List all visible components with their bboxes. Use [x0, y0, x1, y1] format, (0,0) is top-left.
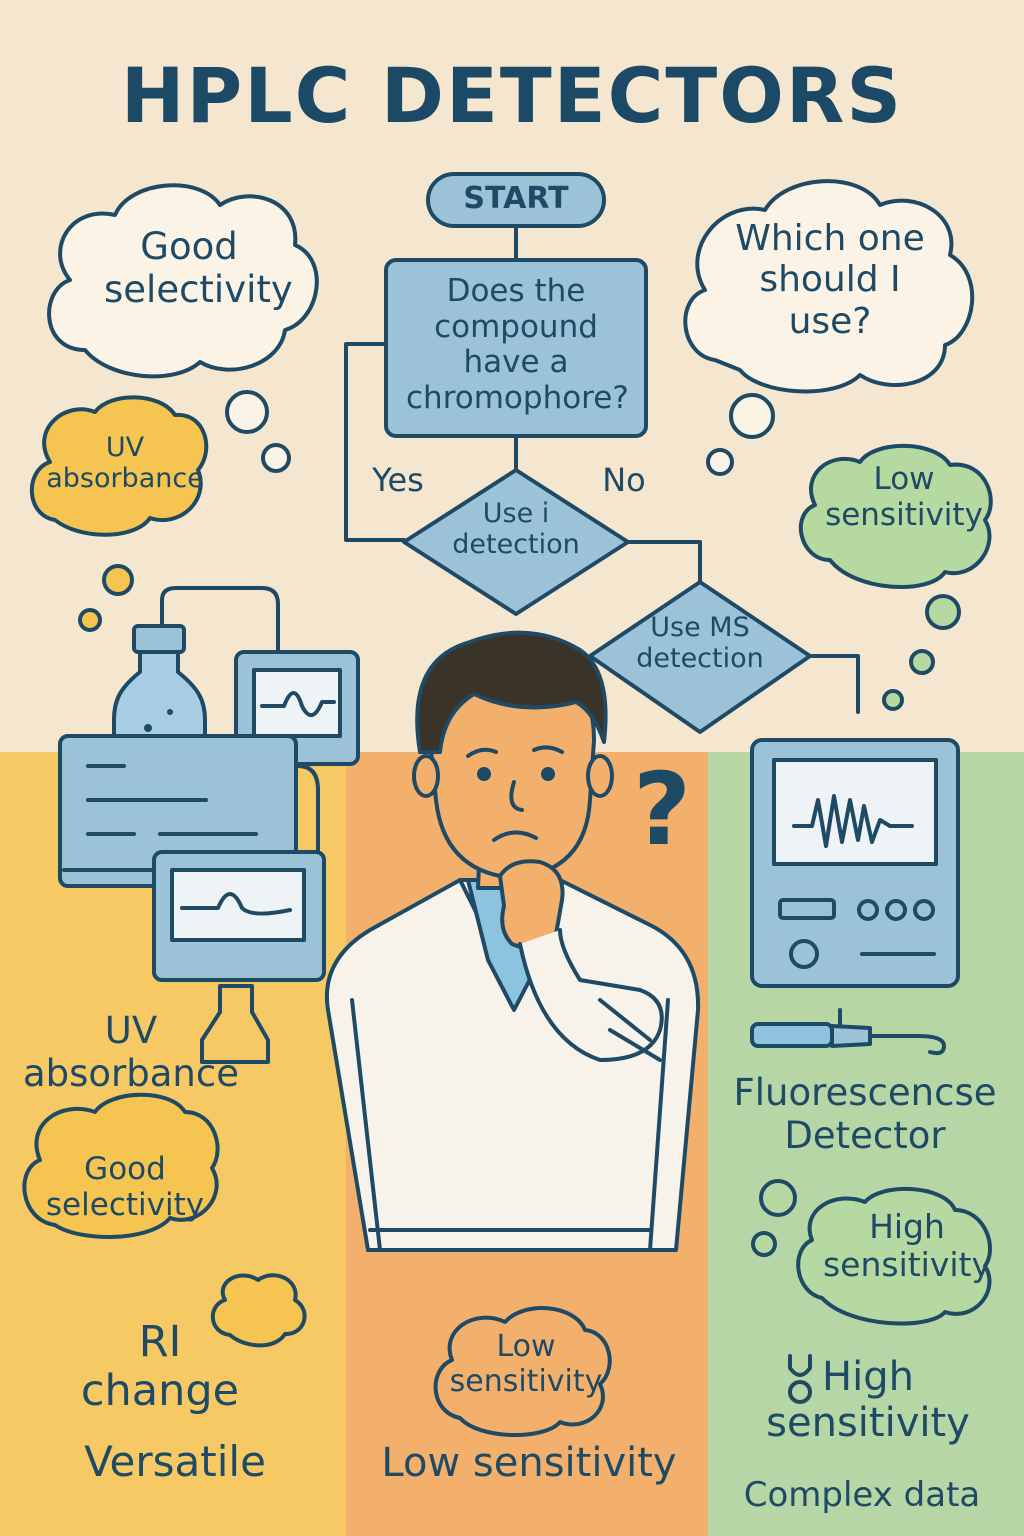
no-label: No	[602, 461, 646, 499]
stethoscope-icon	[788, 1354, 812, 1377]
cloud-good-selectivity	[47, 183, 319, 379]
low-sensitivity-bubble-text: Low sensitivity	[449, 1329, 603, 1399]
cloud-dot	[102, 564, 134, 596]
cloud-which-one	[683, 179, 975, 394]
low-sensitivity-label: Low sensitivity	[381, 1440, 677, 1486]
cloud-uv-absorbance	[29, 395, 209, 537]
decision-2-text: Use MS detection	[636, 612, 764, 675]
hair	[415, 630, 608, 754]
ri-change-label: RI change	[80, 1317, 240, 1417]
decision-1-text: Use i detection	[452, 498, 580, 561]
cloud-dot	[751, 1231, 777, 1257]
cloud-high-sensitivity	[796, 1186, 992, 1326]
arm	[518, 928, 664, 1062]
high-sensitivity-bubble-text: High sensitivity	[822, 1207, 992, 1284]
cloud-dot	[78, 608, 102, 632]
cloud-dot	[925, 594, 961, 630]
cloud-low-sensitivity-mid	[433, 1306, 612, 1438]
cloud-dot	[225, 390, 269, 434]
selectivity-bubble-text: Good selectivity	[45, 1151, 205, 1223]
uv-absorbance-label: UV absorbance	[22, 1009, 239, 1095]
cloud-low-sensitivity-top	[798, 443, 993, 589]
decision-diamond-2	[588, 580, 812, 734]
page-title: HPLC DETECTORS	[120, 51, 904, 140]
question-text: Does the compound have a chromophore?	[406, 273, 629, 416]
cloud-dot	[706, 448, 734, 476]
question-mark: ?	[632, 751, 691, 868]
yes-label: Yes	[372, 461, 424, 499]
bubble-which-one: Which one should I use?	[735, 218, 925, 342]
probe-icon	[750, 1022, 834, 1048]
start-label: START	[463, 181, 569, 216]
bubble-good-selectivity: Good selectivity	[104, 225, 293, 311]
cloud-good-selectivity-2	[22, 1092, 220, 1239]
decision-diamond-1	[402, 468, 630, 616]
cloud-dot	[759, 1179, 797, 1217]
cloud-dot	[882, 689, 904, 711]
fluorescence-label: Fluorescencse Detector	[733, 1071, 997, 1157]
cloud-dot	[729, 393, 775, 439]
collection-vial	[200, 984, 270, 1064]
bubble-uv-absorbance: UV absorbance	[46, 432, 204, 495]
cloud-dot	[261, 443, 291, 473]
versatile-label: Versatile	[84, 1437, 266, 1486]
high-sensitivity-label: High sensitivity	[766, 1354, 970, 1446]
cloud-small-yellow	[210, 1273, 307, 1348]
cloud-dot	[909, 649, 935, 675]
complex-data-label: Complex data	[743, 1475, 981, 1515]
bubble-low-sensitivity: Low sensitivity	[825, 461, 983, 533]
